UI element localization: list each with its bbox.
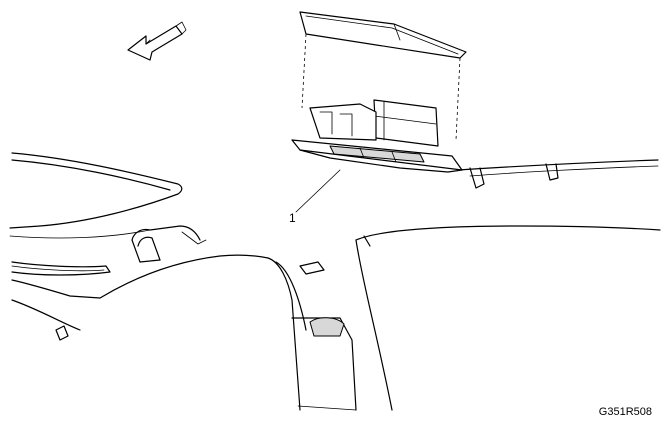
mounting-bracket bbox=[291, 139, 463, 173]
callout-leader bbox=[295, 169, 341, 213]
component-housing bbox=[299, 11, 467, 141]
grab-handle-left bbox=[131, 225, 207, 263]
connector-module bbox=[309, 99, 439, 147]
callout-number: 1 bbox=[289, 211, 296, 225]
arrow-front-left-icon bbox=[127, 21, 187, 61]
rear-roof bbox=[457, 159, 659, 189]
figure-code: G351R508 bbox=[598, 406, 652, 418]
headliner bbox=[9, 152, 183, 239]
quarter-trim bbox=[267, 225, 661, 411]
left-trim bbox=[11, 254, 269, 341]
